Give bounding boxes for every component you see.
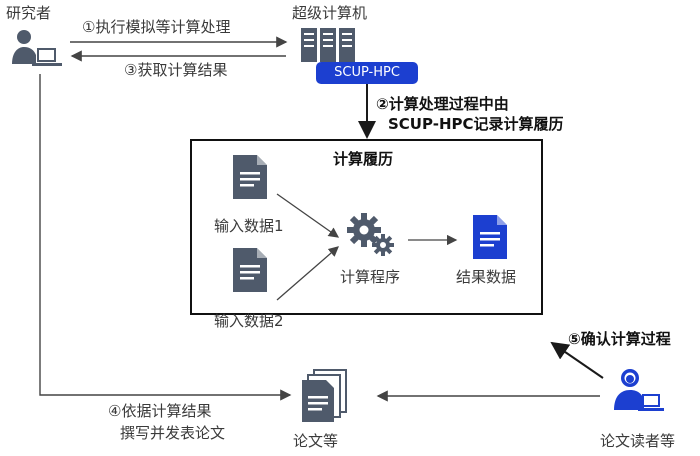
step1-label: ①执行模拟等计算处理: [82, 18, 231, 36]
document-icon: [233, 155, 267, 199]
step5-label: ⑤确认计算过程: [568, 330, 671, 348]
reader-label: 论文读者等: [600, 432, 676, 450]
input1-label: 输入数据1: [214, 217, 284, 235]
arrow-input2-to-program: [276, 246, 339, 301]
program-label: 计算程序: [340, 268, 401, 286]
output-label: 结果数据: [456, 268, 517, 286]
paper-stack-icon: [302, 369, 347, 422]
arrow-input1-to-program: [276, 193, 340, 238]
step3-label: ③获取计算结果: [124, 61, 228, 79]
history-box-title: 计算履历: [333, 150, 394, 168]
arrow-step5: [550, 341, 604, 379]
document-icon: [473, 215, 507, 259]
server-rack-icon: [301, 28, 355, 62]
paper-label: 论文等: [293, 432, 339, 450]
supercomputer-label: 超级计算机: [292, 4, 368, 22]
input2-label: 输入数据2: [214, 312, 284, 330]
arrow-step4: [39, 74, 292, 401]
gears-icon: [347, 213, 394, 256]
researcher-label: 研究者: [6, 4, 52, 22]
step2-label-line2: SCUP-HPC记录计算履历: [388, 115, 564, 133]
step4-label-line2: 撰写并发表论文: [120, 424, 226, 442]
reader-at-laptop-icon: [614, 369, 664, 411]
user-at-laptop-icon: [12, 30, 62, 66]
step4-label-line1: ④依据计算结果: [108, 402, 212, 420]
document-icon: [233, 248, 267, 292]
step2-label-line1: ②计算处理过程中由: [376, 95, 509, 113]
scup-hpc-tag: SCUP-HPC: [316, 62, 418, 84]
